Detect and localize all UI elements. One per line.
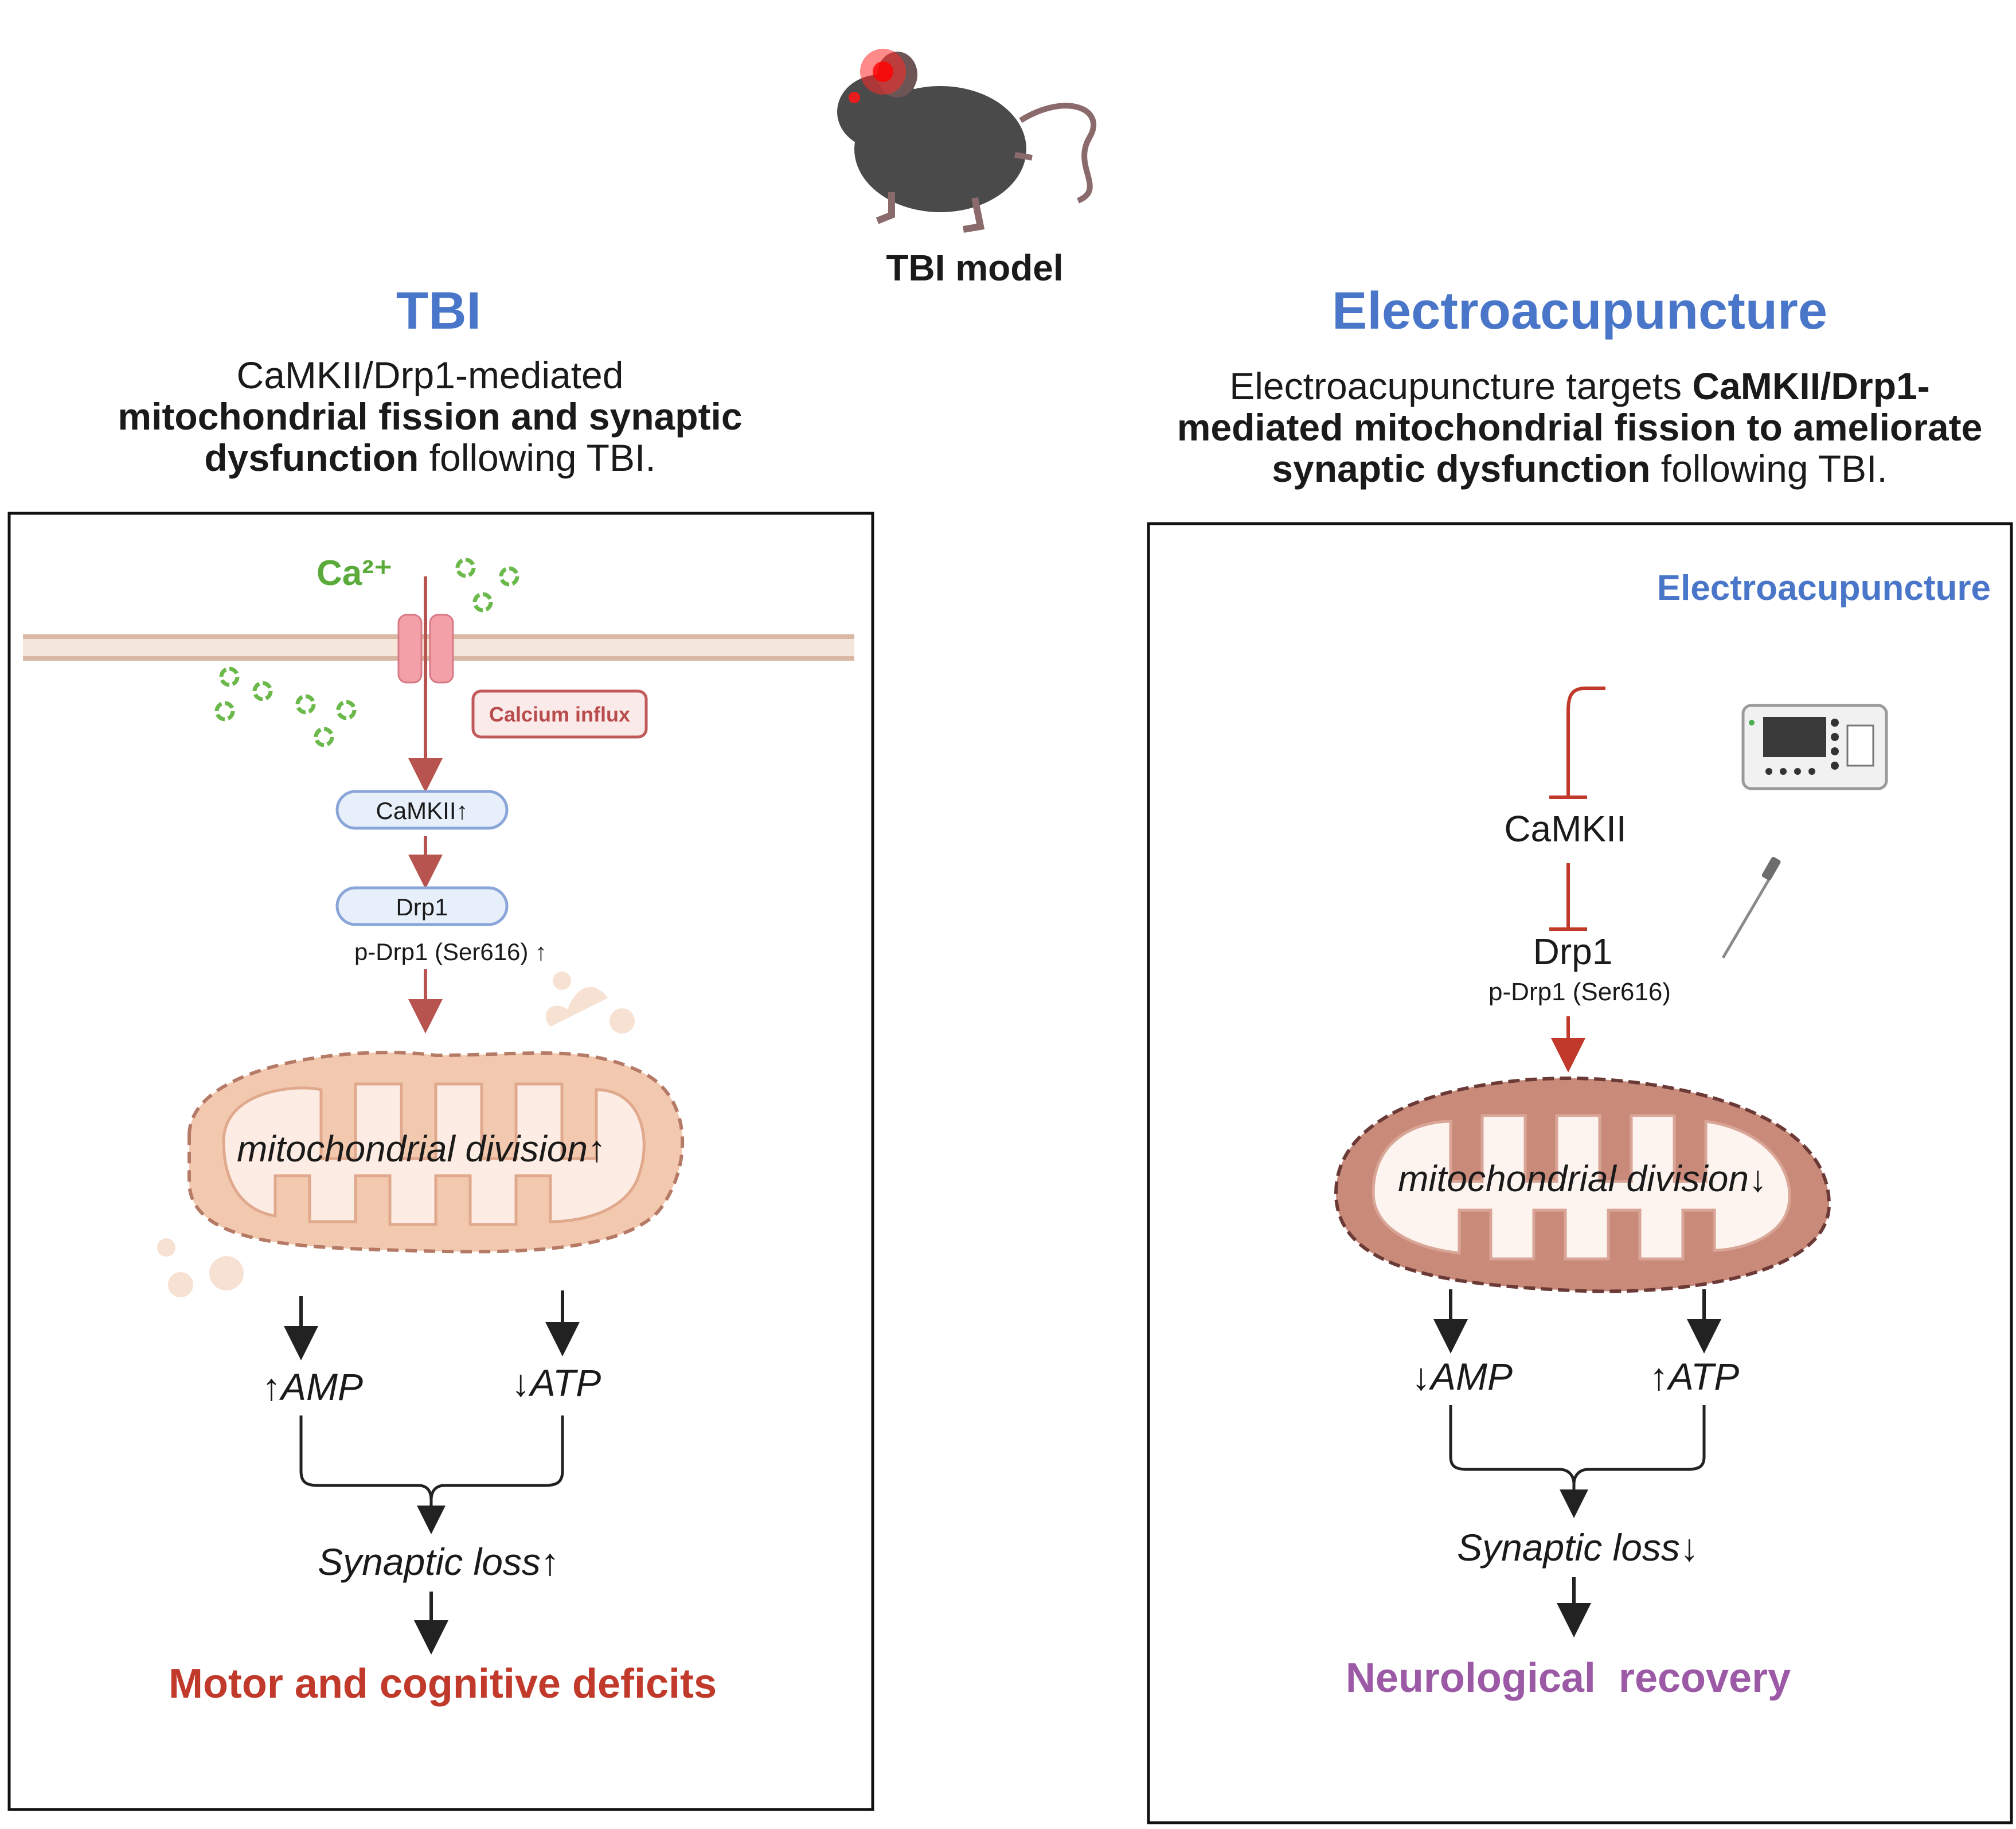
calcium-influx-label: Calcium influx xyxy=(489,703,631,726)
synaptic-loss-label: Synaptic loss↑ xyxy=(318,1541,560,1583)
right-subtitle-line1-plain: Electroacupuncture targets xyxy=(1229,365,1693,407)
left-subtitle-line3: dysfunction following TBI. xyxy=(204,437,655,478)
amp-label: ↑AMP xyxy=(261,1366,364,1408)
outcome-deficits-label: Motor and cognitive deficits xyxy=(168,1661,717,1707)
model-label: TBI model xyxy=(886,247,1064,288)
atp-label: ↓ATP xyxy=(511,1362,601,1404)
calcium-ion-icon xyxy=(214,557,519,747)
mouse-icon xyxy=(837,49,1096,233)
mitochondrion-icon xyxy=(157,972,685,1297)
drp1-pill xyxy=(335,886,509,926)
merge-bracket-right xyxy=(1449,1405,1706,1485)
right-subtitle-line1-bold: CaMKII/Drp1- xyxy=(1692,365,1930,407)
left-subtitle-line3-bold: dysfunction xyxy=(204,436,419,479)
camkii-pill xyxy=(335,790,509,830)
camkii-label-right: CaMKII xyxy=(1504,808,1627,849)
camkii-label: CaMKII↑ xyxy=(376,797,468,824)
right-subtitle-line3-rest: following TBI. xyxy=(1650,447,1888,490)
acupuncture-needle-icon xyxy=(1721,857,1781,959)
mitochondrion-icon xyxy=(1334,1076,1831,1293)
electroacupuncture-device-icon xyxy=(1741,704,1888,790)
pdrp1-label-right: p-Drp1 (Ser616) xyxy=(1488,978,1671,1006)
left-subtitle-line2: mitochondrial fission and synaptic xyxy=(118,395,743,438)
mito-division-label-right: mitochondrial division↓ xyxy=(1398,1158,1767,1199)
left-subtitle-line1: CaMKII/Drp1-mediated xyxy=(236,354,624,396)
left-subtitle-line3-rest: following TBI. xyxy=(419,436,656,479)
amp-label-right: ↓AMP xyxy=(1411,1355,1513,1398)
left-title: TBI xyxy=(396,282,482,340)
drp1-label-right: Drp1 xyxy=(1533,931,1613,972)
inhibit-camkii-line xyxy=(1566,687,1605,796)
synaptic-loss-label-right: Synaptic loss↓ xyxy=(1457,1526,1699,1569)
right-panel-box xyxy=(1147,522,2013,1824)
calcium-influx-box xyxy=(471,689,648,739)
mito-division-label: mitochondrial division↑ xyxy=(237,1128,606,1169)
right-title: Electroacupuncture xyxy=(1332,282,1827,340)
atp-label-right: ↑ATP xyxy=(1649,1355,1740,1398)
pdrp1-label: p-Drp1 (Ser616) ↑ xyxy=(354,938,548,965)
right-subtitle-line1: Electroacupuncture targets CaMKII/Drp1- xyxy=(1229,365,1930,407)
left-panel-box xyxy=(7,512,874,1811)
outcome-recovery-label: Neurological recovery xyxy=(1345,1655,1791,1701)
electroacupuncture-corner-label: Electroacupuncture xyxy=(1656,568,1991,608)
right-subtitle-line3: synaptic dysfunction following TBI. xyxy=(1272,448,1887,489)
ion-channel-icon xyxy=(397,614,454,684)
right-subtitle-line2: mediated mitochondrial fission to amelio… xyxy=(1177,406,1983,449)
calcium-ion-label: Ca²⁺ xyxy=(317,553,393,593)
merge-bracket xyxy=(299,1415,564,1500)
right-subtitle-line3-bold: synaptic dysfunction xyxy=(1272,447,1651,490)
drp1-label: Drp1 xyxy=(396,894,448,921)
